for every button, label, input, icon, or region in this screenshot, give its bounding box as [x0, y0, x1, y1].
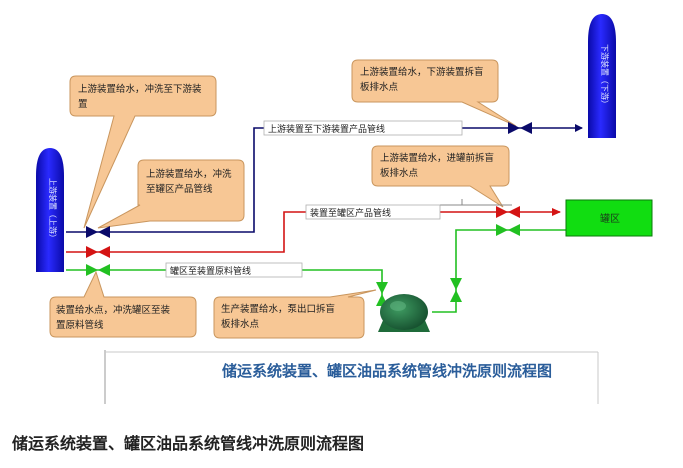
- line-label-downstream-text: 上游装置至下游装置产品管线: [268, 123, 385, 135]
- diagram-title: 储运系统装置、罐区油品系统管线冲洗原则流程图: [222, 362, 552, 380]
- diagram-title-frame: 储运系统装置、罐区油品系统管线冲洗原则流程图: [104, 350, 599, 404]
- line-label-feed-text: 罐区至装置原料管线: [170, 265, 251, 277]
- valve-blue-left[interactable]: [86, 226, 110, 238]
- vessel-right-label: 下游装置（下游）: [600, 44, 610, 108]
- callout-top-left-line-2: 置: [78, 99, 88, 110]
- callout-mid-left: 上游装置给水，冲洗 至罐区产品管线: [97, 159, 245, 229]
- tank-label: 罐区: [600, 212, 620, 225]
- valve-green-left[interactable]: [86, 264, 110, 276]
- callout-mid-right: 上游装置给水，进罐前拆盲 板排水点: [371, 145, 510, 208]
- callout-top-left-line-1: 上游装置给水，冲洗至下游装: [78, 83, 202, 95]
- callout-bottom-left: 装置给水点，冲洗罐区至装 置原料管线: [49, 270, 197, 338]
- pump-icon: [378, 294, 430, 332]
- valve-red-right[interactable]: [496, 206, 520, 218]
- pipe-tank-product-arrow: [552, 208, 561, 216]
- callout-bottom-mid-line-1: 生产装置给水，泵出口拆盲: [221, 303, 335, 315]
- callout-bottom-mid-line-2: 板排水点: [221, 318, 260, 330]
- callout-mid-left-line-1: 上游装置给水，冲洗: [146, 168, 232, 180]
- figure-caption: 储运系统装置、罐区油品系统管线冲洗原则流程图: [12, 434, 365, 453]
- vessel-right: 下游装置（下游）: [588, 14, 616, 138]
- valve-green-pump-outlet[interactable]: [376, 282, 388, 306]
- line-label-tank-text: 装置至罐区产品管线: [310, 207, 391, 219]
- line-label-downstream: 上游装置至下游装置产品管线: [263, 120, 463, 136]
- callout-top-left: 上游装置给水，冲洗至下游装 置: [69, 75, 217, 229]
- callout-top-right-line-1: 上游装置给水，下游装置拆盲: [360, 66, 484, 78]
- callout-bottom-mid: 生产装置给水，泵出口拆盲 板排水点: [213, 289, 377, 339]
- callout-bottom-left-line-1: 装置给水点，冲洗罐区至装: [56, 304, 171, 316]
- callout-mid-right-line-1: 上游装置给水，进罐前拆盲: [380, 152, 494, 164]
- valve-red-left[interactable]: [86, 246, 110, 258]
- callout-top-right-line-2: 板排水点: [360, 81, 399, 93]
- vessel-left: 上游装置（上游）: [36, 148, 64, 272]
- line-label-feed: 罐区至装置原料管线: [165, 262, 303, 278]
- valve-blue-right[interactable]: [508, 122, 532, 134]
- tank-farm: 罐区: [565, 199, 653, 237]
- vessel-left-label: 上游装置（上游）: [48, 178, 58, 242]
- line-label-tank: 装置至罐区产品管线: [305, 204, 441, 220]
- callout-mid-right-line-2: 板排水点: [380, 167, 419, 179]
- valve-green-vertical-right[interactable]: [450, 278, 462, 302]
- valve-green-right[interactable]: [496, 224, 520, 236]
- callout-bottom-left-line-2: 置原料管线: [56, 319, 104, 331]
- callout-top-right: 上游装置给水，下游装置拆盲 板排水点: [351, 59, 517, 127]
- callout-mid-left-line-2: 至罐区产品管线: [146, 183, 213, 195]
